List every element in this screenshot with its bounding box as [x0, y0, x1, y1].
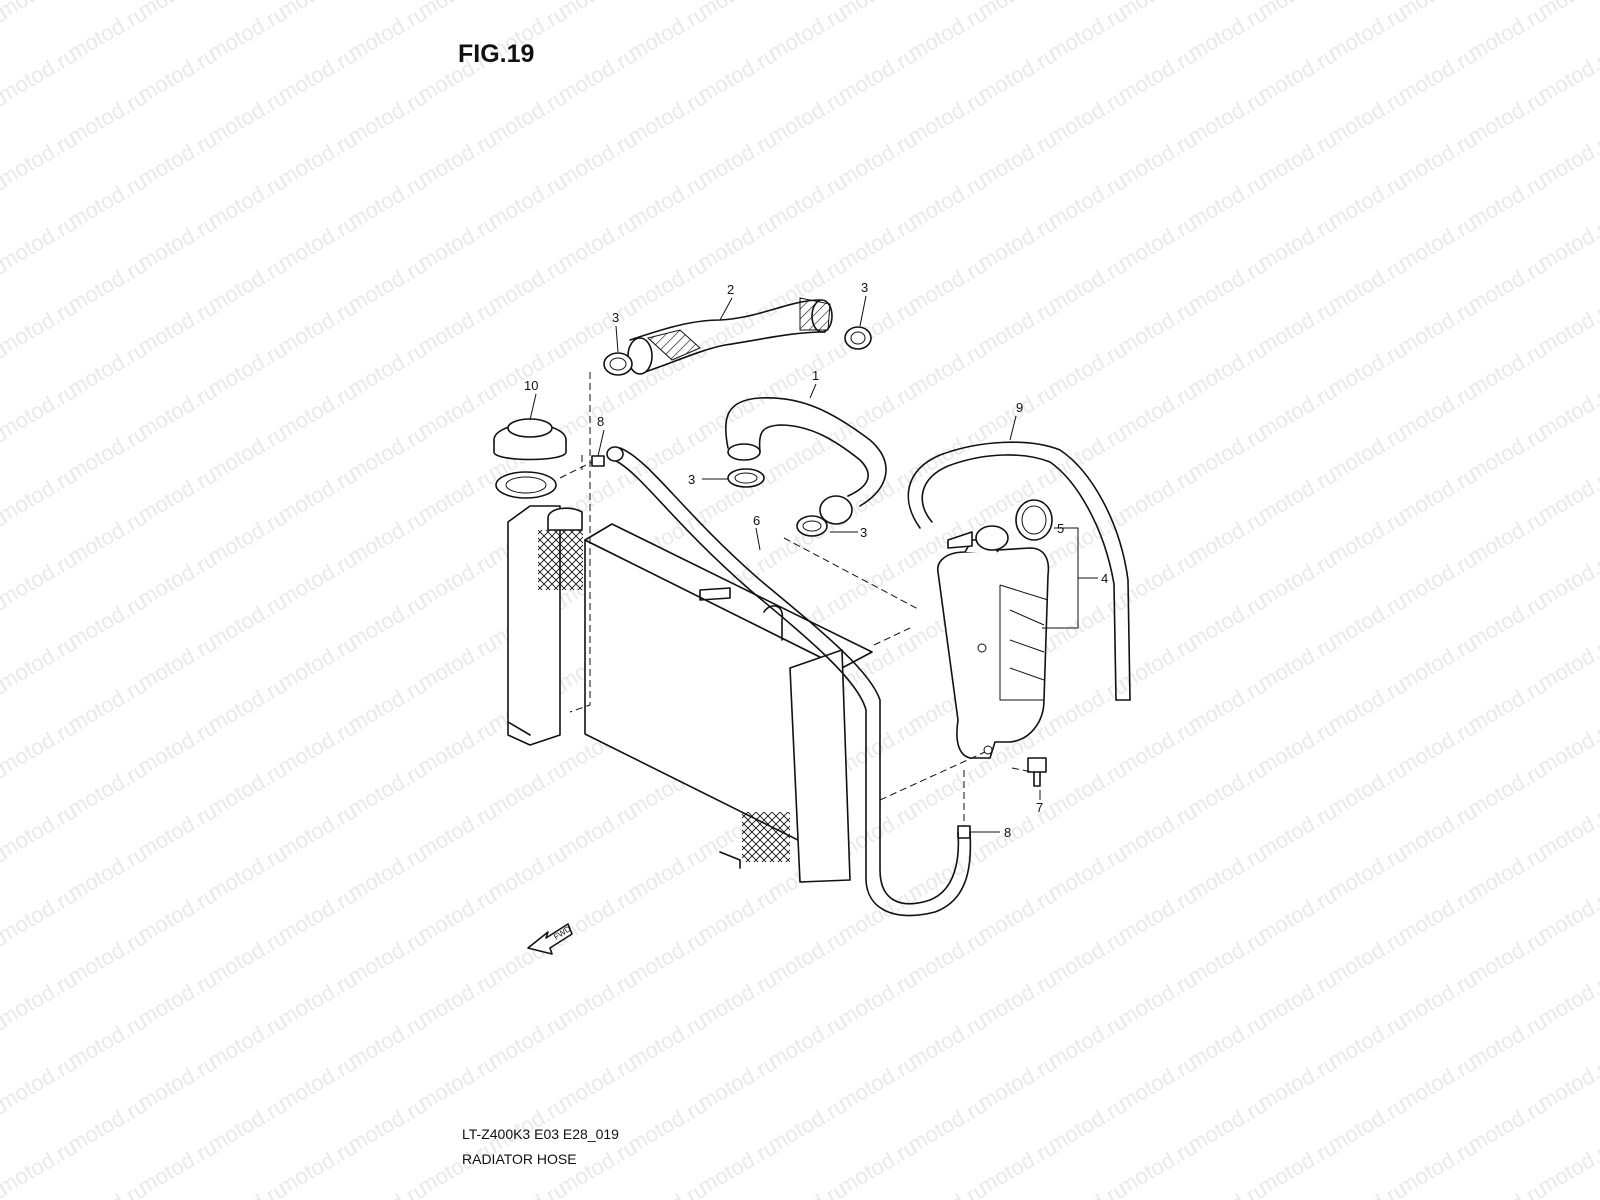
clip-8b: [957, 825, 971, 839]
clamp-3d: [796, 515, 828, 537]
callout-6: 7: [1036, 800, 1043, 815]
callout-8a: 8: [597, 414, 604, 429]
hose-7: [606, 446, 972, 917]
clip-8a: [591, 455, 605, 467]
diagram-code: LT-Z400K3 E03 E28_019: [462, 1126, 619, 1142]
callout-3d: 3: [860, 525, 867, 540]
hose-1: [724, 397, 887, 525]
callout-5: 5: [1057, 521, 1064, 536]
hose-2: [627, 297, 833, 375]
radiator: [507, 505, 873, 883]
callout-7: 6: [753, 513, 760, 528]
clamp-3a: [603, 352, 633, 376]
hose-9: [907, 441, 1131, 701]
callout-8b: 8: [1004, 825, 1011, 840]
leader-lines: [529, 295, 1098, 833]
clamp-3c: [727, 468, 765, 488]
callout-2: 2: [727, 282, 734, 297]
figure-title: FIG.19: [458, 40, 535, 68]
clamp-3b: [844, 326, 872, 350]
bolt: [1027, 757, 1047, 787]
callout-9: 9: [1016, 400, 1023, 415]
callout-3a: 3: [612, 310, 619, 325]
callout-4: 4: [1101, 571, 1108, 586]
callout-1: 1: [812, 368, 819, 383]
fwd-arrow-icon: FWD: [527, 923, 573, 955]
assembly-lines: [559, 372, 1033, 826]
callout-3c: 3: [688, 472, 695, 487]
callout-3b: 3: [861, 280, 868, 295]
callout-labels: 3 2 3 10 8 1 3 3 6 9 5 4 7 8: [524, 280, 1108, 840]
diagram-name: RADIATOR HOSE: [462, 1151, 577, 1167]
reservoir-cap: [1015, 499, 1053, 541]
callout-10: 10: [524, 378, 538, 393]
reservoir-tank: [937, 525, 1050, 759]
